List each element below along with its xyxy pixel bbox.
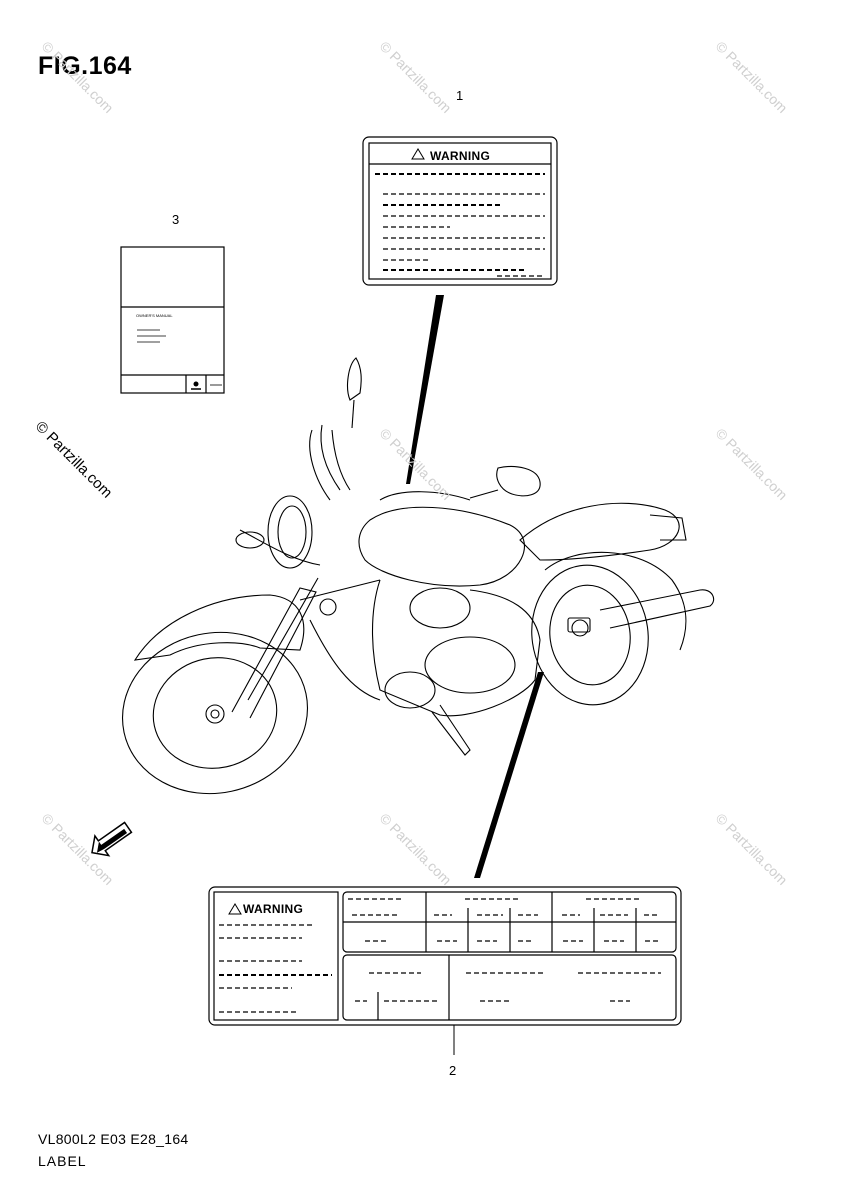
warning-label-1 <box>362 136 558 286</box>
figure-title: FIG.164 <box>38 52 132 80</box>
fwd-arrow-icon <box>91 821 133 857</box>
footer-code: VL800L2 E03 E28_164 <box>38 1131 189 1147</box>
warning-label-1-text: WARNING <box>430 149 491 163</box>
warning-label-2-text: WARNING <box>243 902 304 916</box>
callout-number-2: 2 <box>449 1063 457 1078</box>
callout-number-3: 3 <box>172 212 180 227</box>
manual-title: OWNER'S MANUAL <box>136 313 173 318</box>
motorcycle-outline <box>121 357 715 795</box>
warning-label-2 <box>208 886 682 1026</box>
owners-manual <box>120 246 225 394</box>
footer-label: LABEL <box>38 1153 87 1169</box>
callout-number-1: 1 <box>456 88 464 103</box>
leader-line-2 <box>474 672 544 878</box>
leader-line-1 <box>406 295 444 484</box>
